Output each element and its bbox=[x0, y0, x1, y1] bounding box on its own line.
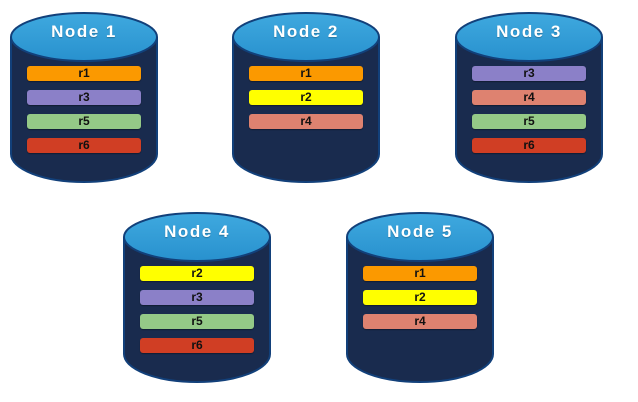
replica-r4[interactable]: r4 bbox=[249, 114, 363, 129]
replica-label: r4 bbox=[300, 114, 312, 128]
replica-label: r1 bbox=[300, 66, 312, 80]
replica-r2[interactable]: r2 bbox=[140, 266, 254, 281]
replica-r6[interactable]: r6 bbox=[27, 138, 141, 153]
replica-r1[interactable]: r1 bbox=[363, 266, 477, 281]
replica-r3[interactable]: r3 bbox=[472, 66, 586, 81]
replica-label: r2 bbox=[191, 266, 203, 280]
replica-label: r2 bbox=[414, 290, 426, 304]
replica-r2[interactable]: r2 bbox=[249, 90, 363, 105]
node-2-replica-list: r1 r2 r4 bbox=[249, 66, 363, 138]
replica-label: r1 bbox=[78, 66, 90, 80]
replica-r2[interactable]: r2 bbox=[363, 290, 477, 305]
replica-label: r3 bbox=[523, 66, 535, 80]
replica-r1[interactable]: r1 bbox=[27, 66, 141, 81]
replica-label: r6 bbox=[191, 338, 203, 352]
replica-r6[interactable]: r6 bbox=[472, 138, 586, 153]
replica-r5[interactable]: r5 bbox=[472, 114, 586, 129]
cylinder-top bbox=[10, 12, 158, 62]
replica-label: r6 bbox=[78, 138, 90, 152]
node-3-replica-list: r3 r4 r5 r6 bbox=[472, 66, 586, 162]
replica-label: r1 bbox=[414, 266, 426, 280]
replica-r1[interactable]: r1 bbox=[249, 66, 363, 81]
replica-r3[interactable]: r3 bbox=[140, 290, 254, 305]
replica-label: r3 bbox=[78, 90, 90, 104]
node-4-replica-list: r2 r3 r5 r6 bbox=[140, 266, 254, 362]
replica-label: r5 bbox=[523, 114, 535, 128]
replica-label: r5 bbox=[191, 314, 203, 328]
cylinder-top bbox=[455, 12, 603, 62]
replica-r5[interactable]: r5 bbox=[140, 314, 254, 329]
node-5-replica-list: r1 r2 r4 bbox=[363, 266, 477, 338]
replica-label: r4 bbox=[523, 90, 535, 104]
replica-label: r6 bbox=[523, 138, 535, 152]
replica-r5[interactable]: r5 bbox=[27, 114, 141, 129]
replica-label: r4 bbox=[414, 314, 426, 328]
replica-label: r2 bbox=[300, 90, 312, 104]
cylinder-top bbox=[123, 212, 271, 262]
replica-r4[interactable]: r4 bbox=[472, 90, 586, 105]
replica-r4[interactable]: r4 bbox=[363, 314, 477, 329]
replica-r6[interactable]: r6 bbox=[140, 338, 254, 353]
cylinder-top bbox=[346, 212, 494, 262]
node-1-replica-list: r1 r3 r5 r6 bbox=[27, 66, 141, 162]
cylinder-top bbox=[232, 12, 380, 62]
replica-label: r5 bbox=[78, 114, 90, 128]
replica-r3[interactable]: r3 bbox=[27, 90, 141, 105]
replica-label: r3 bbox=[191, 290, 203, 304]
